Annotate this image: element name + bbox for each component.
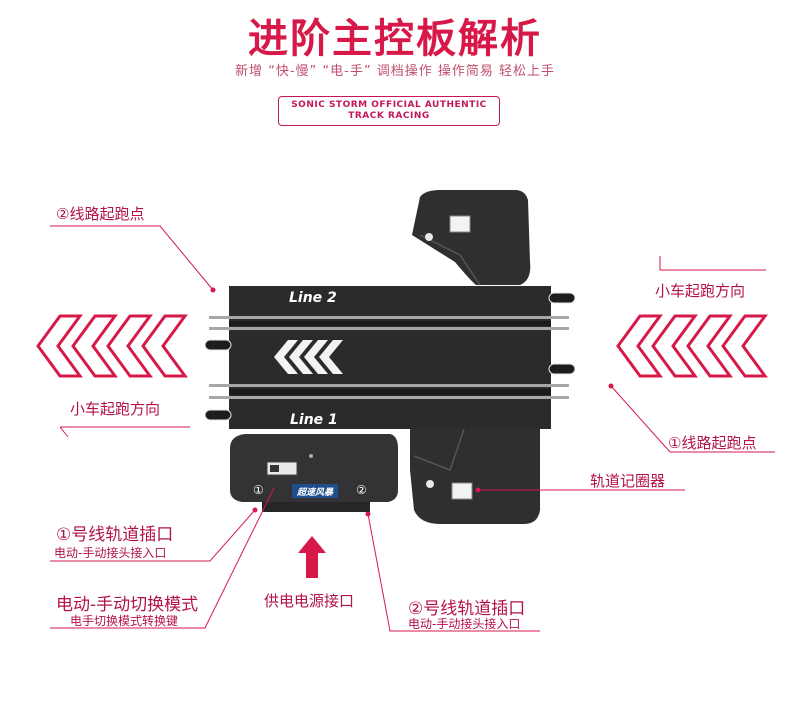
lap-counter-top xyxy=(412,190,531,286)
right-direction-arrows-icon xyxy=(616,314,768,378)
badge-line-1: SONIC STORM OFFICIAL AUTHENTIC xyxy=(291,100,487,110)
brand-logo: 超速风暴 xyxy=(296,488,333,498)
start-point-right-label: ①线路起跑点 xyxy=(668,434,757,452)
page-subtitle: 新增 “快-慢” “电-手” 调档操作 操作简易 轻松上手 xyxy=(235,64,555,79)
start-point-left-label: ②线路起跑点 xyxy=(56,205,145,223)
track-direction-chevrons-icon xyxy=(274,340,343,374)
control-box xyxy=(230,434,398,512)
line-1-label: Line 1 xyxy=(290,412,338,428)
port-1-desc: 电动-手动接头接入口 xyxy=(54,546,167,560)
power-port-label: 供电电源接口 xyxy=(264,592,355,610)
car-direction-right-label: 小车起跑方向 xyxy=(655,282,746,300)
power-port-arrow-icon xyxy=(298,536,326,578)
port-1-title: ①号线轨道插口 xyxy=(56,525,174,545)
port-2-title: ②号线轨道插口 xyxy=(408,599,526,619)
port-1-mark: ① xyxy=(253,483,264,497)
brand-badge: SONIC STORM OFFICIAL AUTHENTIC TRACK RAC… xyxy=(278,96,500,126)
badge-line-2: TRACK RACING xyxy=(348,111,430,121)
page-title: 进阶主控板解析 xyxy=(248,16,542,62)
car-direction-left-label: 小车起跑方向 xyxy=(70,400,161,418)
port-2-mark: ② xyxy=(356,483,367,497)
left-direction-arrows-icon xyxy=(36,314,188,378)
right-connector-pins xyxy=(548,292,576,375)
lap-counter-label: 轨道记圈器 xyxy=(590,472,666,490)
port-2-desc: 电动-手动接头接入口 xyxy=(408,617,521,631)
switch-mode-desc: 电手切换模式转换键 xyxy=(70,614,179,628)
left-connector-pins xyxy=(204,339,232,421)
lap-counter-bottom xyxy=(410,425,540,524)
line-2-label: Line 2 xyxy=(289,290,337,306)
switch-mode-title: 电动-手动切换模式 xyxy=(56,595,199,615)
